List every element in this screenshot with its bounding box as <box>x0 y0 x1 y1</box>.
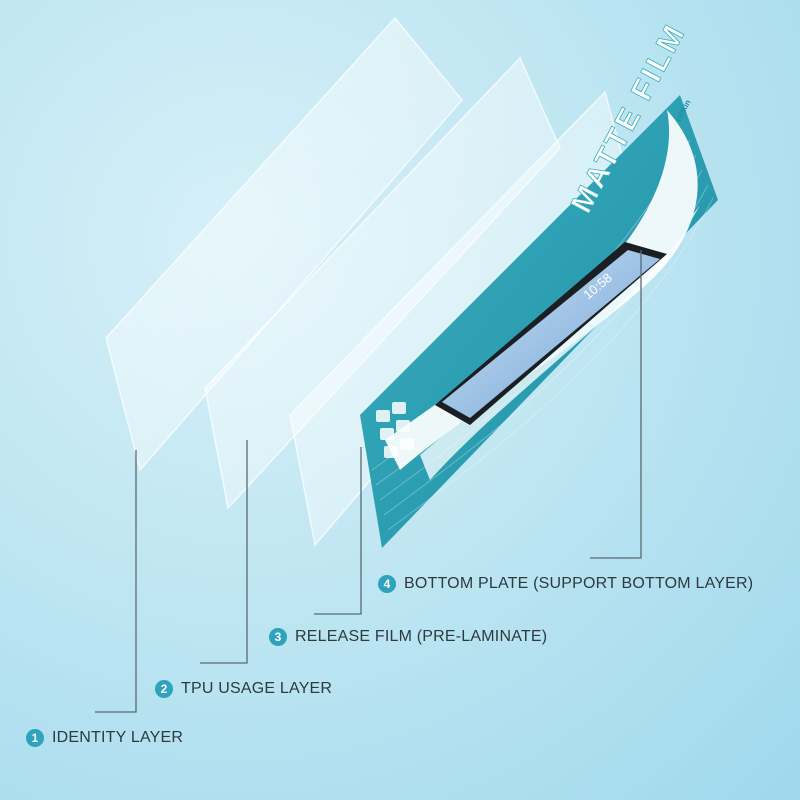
tpu-layer-sheet <box>204 56 561 510</box>
leader-line-1 <box>95 450 137 713</box>
leader-line-4 <box>590 250 642 559</box>
number-badge-2: 2 <box>155 680 173 698</box>
layer-label-3: 3 RELEASE FILM (PRE-LAMINATE) <box>269 628 547 646</box>
layer-label-4: 4 BOTTOM PLATE (SUPPORT BOTTOM LAYER) <box>378 575 753 593</box>
number-badge-3: 3 <box>269 628 287 646</box>
layer-label-4-text: BOTTOM PLATE (SUPPORT BOTTOM LAYER) <box>404 575 754 592</box>
number-badge-4: 4 <box>378 575 396 593</box>
number-badge-1: 1 <box>26 729 44 747</box>
leader-line-3 <box>314 447 362 615</box>
layer-label-2: 2 TPU USAGE LAYER <box>155 680 332 698</box>
leader-line-2 <box>200 440 248 664</box>
layer-label-1-text: IDENTITY LAYER <box>52 729 184 746</box>
identity-layer-sheet <box>105 16 463 472</box>
layer-label-1: 1 IDENTITY LAYER <box>26 729 183 747</box>
layer-label-2-text: TPU USAGE LAYER <box>181 680 333 697</box>
layer-label-3-text: RELEASE FILM (PRE-LAMINATE) <box>295 628 548 645</box>
